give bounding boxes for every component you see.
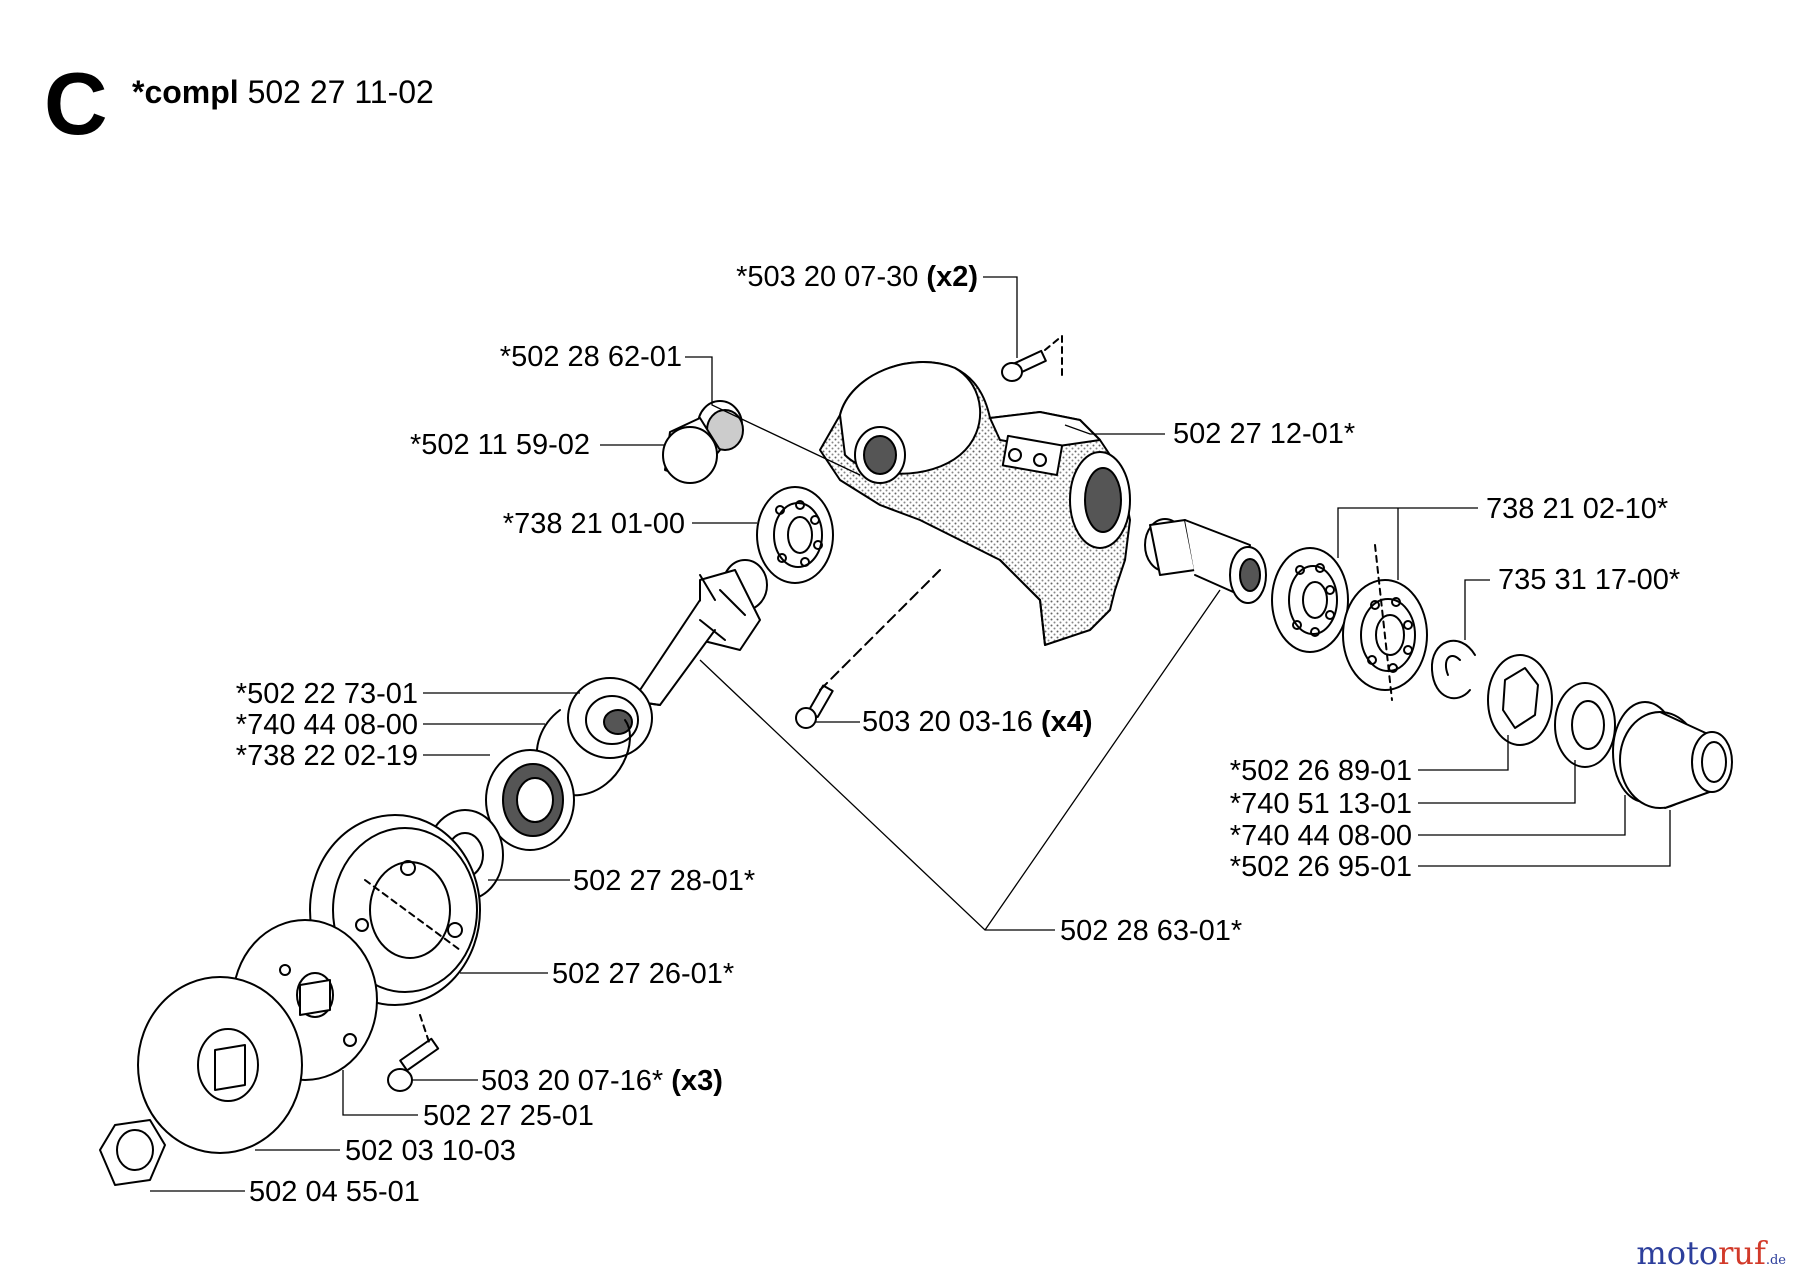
part-label: 502 27 26-01* <box>552 958 735 990</box>
gear-housing <box>819 361 1131 646</box>
seal-ring <box>567 677 653 759</box>
part-label: *738 22 02-19 <box>235 740 418 772</box>
part-label: 502 27 28-01* <box>573 865 756 897</box>
assembly-reference: *compl 502 27 11-02 <box>132 76 434 108</box>
bearing-right-1 <box>1271 547 1349 653</box>
bearing-lower <box>485 749 575 851</box>
assembly-prefix: *compl <box>132 74 239 110</box>
drive-shaft <box>624 559 768 706</box>
pinion-gear <box>1144 518 1267 604</box>
part-label: *502 11 59-02 <box>409 429 590 461</box>
part-label: 735 31 17-00* <box>1498 564 1681 596</box>
part-label: 502 27 25-01 <box>423 1100 594 1132</box>
support-flange <box>309 814 481 1006</box>
part-label: 502 28 63-01* <box>1060 915 1243 947</box>
snap-ring <box>1430 639 1476 700</box>
seal-washer <box>1554 682 1616 768</box>
bearing-seat <box>1619 711 1733 809</box>
bolt-bottom <box>795 569 941 729</box>
plug-cap <box>662 400 744 484</box>
part-label: *740 51 13-01 <box>1229 788 1412 820</box>
part-label: *502 26 89-01 <box>1229 755 1412 787</box>
nut <box>99 1119 166 1186</box>
support-cup-lower <box>137 976 303 1154</box>
assembly-number: 502 27 11-02 <box>247 74 434 110</box>
bearing-right-2 <box>1342 544 1428 701</box>
part-label: 502 04 55-01 <box>249 1176 420 1208</box>
leader-lines <box>150 276 1671 1192</box>
bearing-upper <box>756 486 834 584</box>
flange-screw <box>387 1014 440 1092</box>
part-label: 503 20 07-16* (x3) <box>481 1065 723 1097</box>
section-letter: C <box>44 54 108 153</box>
part-label: *503 20 07-30 (x2) <box>736 261 978 293</box>
part-label: *502 22 73-01 <box>235 678 418 710</box>
watermark-logo: motoruf.de <box>1636 1234 1786 1272</box>
part-label: 502 03 10-03 <box>345 1135 516 1167</box>
part-label: 738 21 02-10* <box>1486 493 1669 525</box>
part-label: *740 44 08-00 <box>235 709 418 741</box>
part-label: *738 21 01-00 <box>502 508 685 540</box>
nut-ring <box>1487 654 1553 746</box>
part-label: *502 28 62-01 <box>499 341 682 373</box>
part-label: *502 26 95-01 <box>1229 851 1412 883</box>
part-label: *740 44 08-00 <box>1229 820 1412 852</box>
part-label: 503 20 03-16 (x4) <box>862 706 1093 738</box>
circlip-left <box>535 709 631 797</box>
bolt-top <box>1001 335 1063 382</box>
part-label: 502 27 12-01* <box>1173 418 1356 450</box>
